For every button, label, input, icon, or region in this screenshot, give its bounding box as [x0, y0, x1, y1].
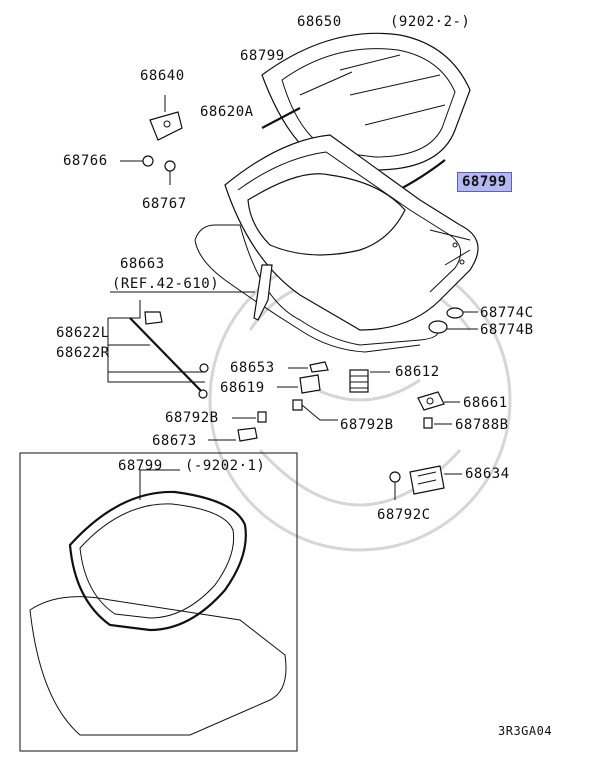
label-68620a: 68620A [200, 104, 254, 120]
label-68766: 68766 [63, 153, 108, 169]
small-bolt-part [423, 417, 452, 429]
label-68653: 68653 [230, 360, 275, 376]
rear-glass [261, 32, 471, 171]
screw-parts [232, 399, 338, 423]
bracket-ref [110, 264, 273, 321]
label-68622r: 68622R [56, 345, 110, 361]
nut-part [120, 155, 154, 167]
label-68650: 68650 [297, 14, 342, 30]
bumper-parts [428, 307, 478, 334]
hinge-part [149, 95, 183, 141]
lock-part [389, 465, 462, 500]
label-68788b: 68788B [455, 417, 509, 433]
label-68799-highlight: 68799 [457, 172, 512, 192]
label-68619: 68619 [220, 380, 265, 396]
outer-weatherstrip [194, 224, 439, 353]
cover-plate-part [208, 427, 258, 442]
label-ref: (REF.42-610) [112, 276, 220, 292]
label-68673: 68673 [152, 433, 197, 449]
diagram-code: 3R3GA04 [498, 724, 553, 738]
label-68799-inset: 68799 [118, 458, 163, 474]
label-68799-top: 68799 [240, 48, 285, 64]
bolt-part [164, 160, 176, 185]
label-68661: 68661 [463, 395, 508, 411]
label-68622l: 68622L [56, 325, 110, 341]
label-serial-a: (9202·2-) [390, 14, 471, 30]
label-68634: 68634 [465, 466, 510, 482]
label-68774b: 68774B [480, 322, 534, 338]
label-68612: 68612 [395, 364, 440, 380]
label-68792c: 68792C [377, 507, 431, 523]
label-68792b-b: 68792B [340, 417, 394, 433]
inset-frame [19, 452, 298, 752]
label-68792b-a: 68792B [165, 410, 219, 426]
clip-part [288, 361, 329, 373]
inset-glass [29, 469, 287, 736]
striker-plate-part [417, 391, 460, 411]
label-serial-b: (-9202·1) [185, 458, 266, 474]
molding-strip-top [261, 107, 301, 129]
label-68774c: 68774C [480, 305, 534, 321]
label-68663: 68663 [120, 256, 165, 272]
gas-strut [107, 300, 209, 399]
label-68640: 68640 [140, 68, 185, 84]
latch-part [277, 374, 321, 394]
label-68767: 68767 [142, 196, 187, 212]
spring-bumper-part [349, 369, 390, 393]
